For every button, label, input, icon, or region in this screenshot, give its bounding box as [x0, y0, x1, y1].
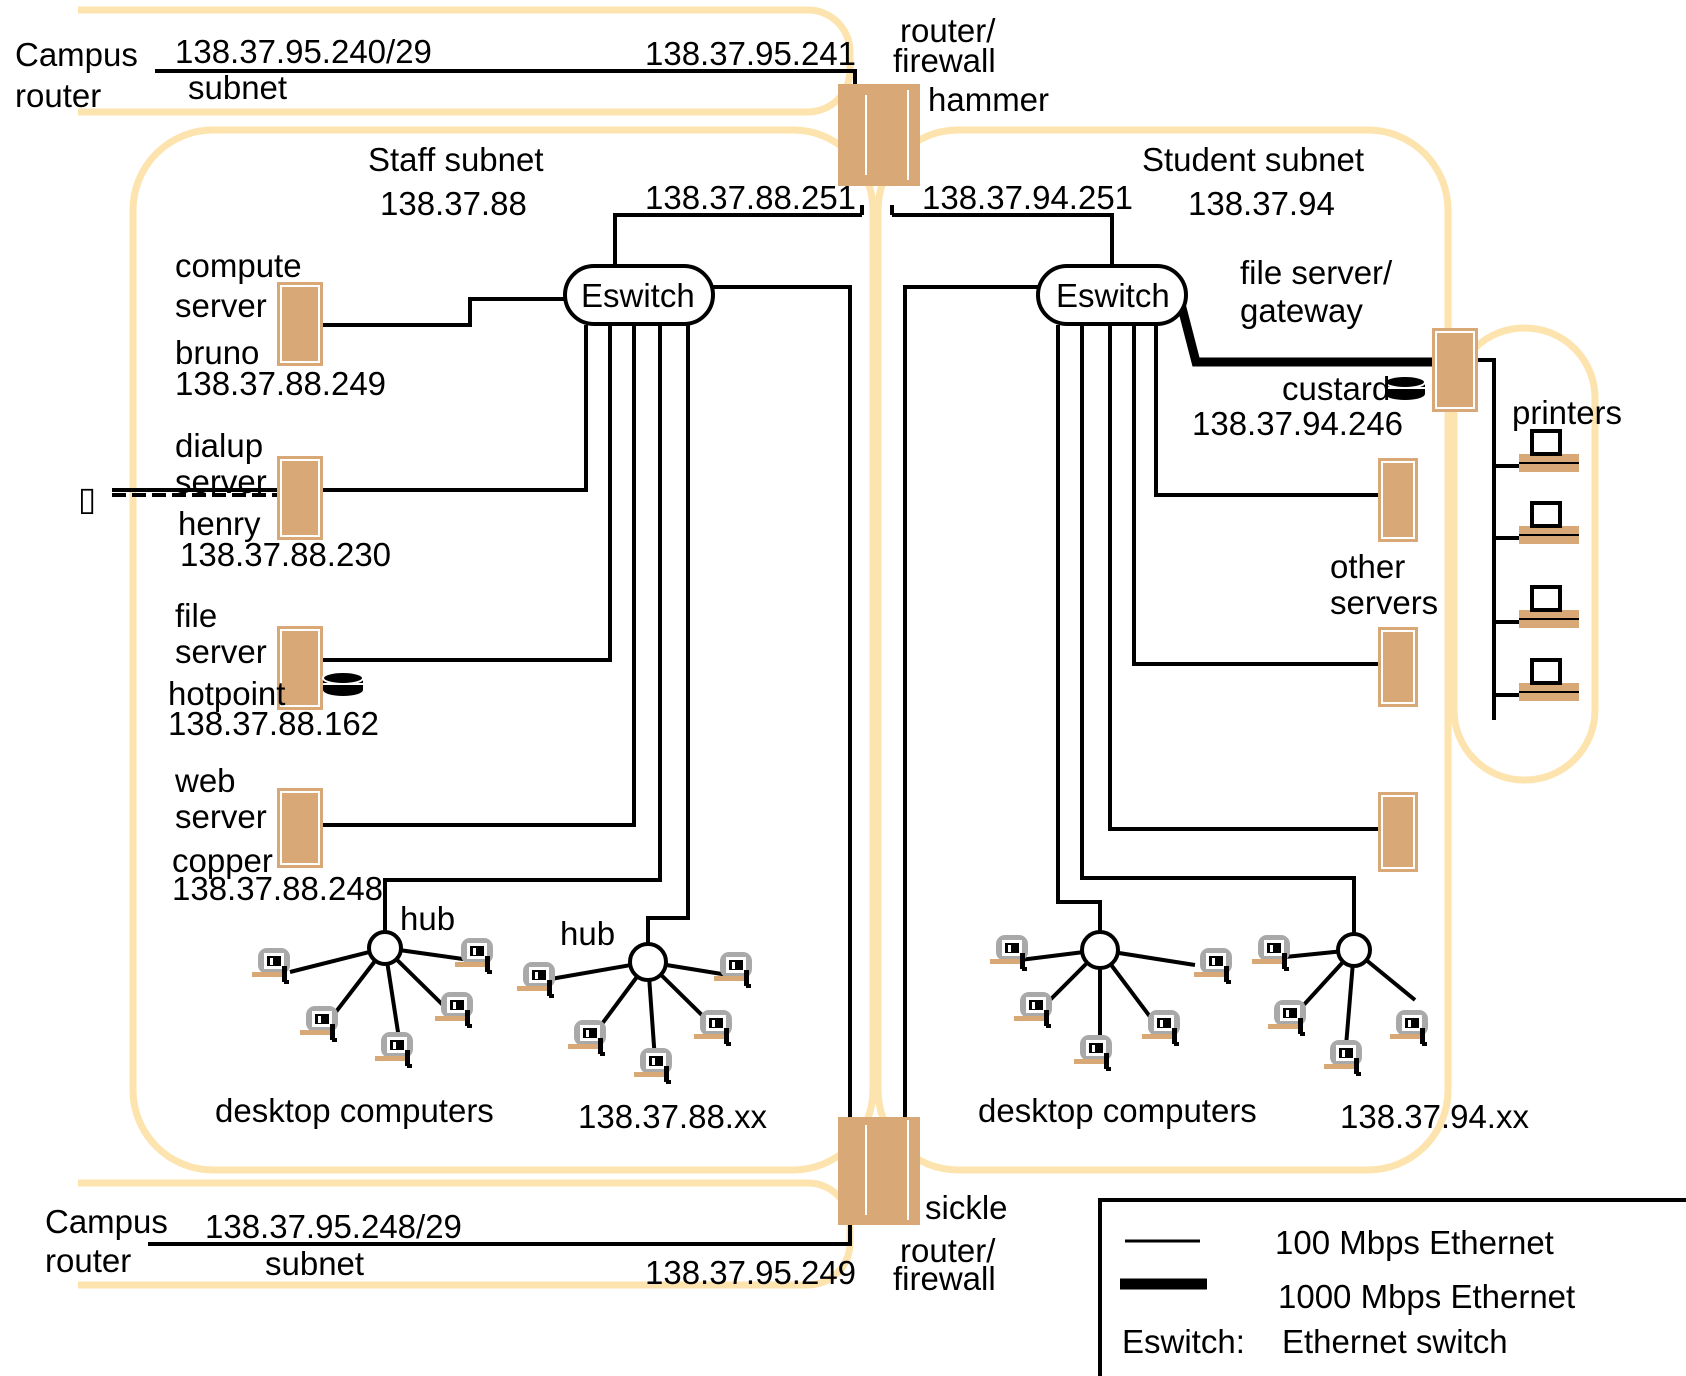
desktop-computer-icon[interactable] [714, 952, 752, 988]
hotpoint-disk-icon [322, 671, 364, 697]
printers-label: printers [1512, 394, 1622, 431]
printer-icon[interactable] [1517, 501, 1581, 546]
bruno-server[interactable] [277, 282, 323, 366]
desktop-computer-icon[interactable] [1014, 992, 1052, 1028]
legend-eswitch-key: Eswitch: [1122, 1323, 1245, 1360]
printers-region [1450, 324, 1599, 784]
sickle-router[interactable] [838, 1117, 920, 1225]
desktop-computer-icon[interactable] [1324, 1040, 1362, 1076]
ethernet-1000-link [1175, 298, 1448, 367]
desktop-computer-icon[interactable] [517, 962, 555, 998]
desktop-computer-icon[interactable] [990, 935, 1028, 971]
staff-gateway-ip-label: 138.37.88.251 [645, 179, 856, 216]
sickle-ip-label: 138.37.95.249 [645, 1254, 856, 1291]
legend-eswitch-value: Ethernet switch [1282, 1323, 1508, 1360]
bruno-ip-label: 138.37.88.249 [175, 365, 386, 402]
hotpoint-ip-label: 138.37.88.162 [168, 705, 379, 742]
router-firewall-bottom-label: router/firewall [893, 1232, 996, 1297]
top-campus-region [78, 6, 854, 116]
desktop-computer-icon[interactable] [435, 992, 473, 1028]
staff-subnet-region [129, 126, 877, 1174]
staff-hub-left[interactable] [367, 930, 403, 966]
copper-server[interactable] [277, 788, 323, 868]
desktop-computer-icon[interactable] [1390, 1010, 1428, 1046]
copper-label: copper [172, 842, 273, 879]
custard-label: custard [1282, 370, 1390, 407]
henry-ip-label: 138.37.88.230 [180, 536, 391, 573]
legend-100-label: 100 Mbps Ethernet [1275, 1224, 1554, 1261]
desktop-computer-icon[interactable] [568, 1020, 606, 1056]
staff-desktops [252, 938, 752, 1084]
desktop-computer-icon[interactable] [375, 1032, 413, 1068]
bruno-label: bruno [175, 334, 259, 371]
legend-1000-label: 1000 Mbps Ethernet [1278, 1278, 1575, 1315]
copper-ip-label: 138.37.88.248 [172, 870, 383, 907]
custard-ip-label: 138.37.94.246 [1192, 405, 1403, 442]
file-server-gateway-label: file server/gateway [1240, 254, 1393, 329]
student-hub-right[interactable] [1336, 932, 1372, 968]
student-subnet-region [874, 126, 1452, 1174]
desktop-computer-icon[interactable] [455, 938, 493, 974]
desktop-computer-icon[interactable] [1074, 1035, 1112, 1071]
desktop-computer-icon[interactable] [300, 1006, 338, 1042]
printer-icon[interactable] [1517, 429, 1581, 474]
custard-disk-icon [1384, 375, 1426, 401]
modem-icon: ▯ [78, 480, 96, 517]
router-firewall-top-label: router/firewall [893, 12, 996, 79]
staff-desktops-label: desktop computers [215, 1092, 494, 1129]
other-server-1[interactable] [1378, 458, 1418, 542]
printer-icon[interactable] [1517, 658, 1581, 703]
hub-right-label: hub [560, 915, 615, 952]
student-xx-label: 138.37.94.xx [1340, 1098, 1529, 1135]
desktop-computer-icon[interactable] [634, 1048, 672, 1084]
henry-server[interactable] [277, 456, 323, 540]
hammer-router[interactable] [838, 84, 920, 186]
legend: 100 Mbps Ethernet 1000 Mbps Ethernet Esw… [1098, 1198, 1686, 1376]
staff-hub-right[interactable] [628, 942, 668, 982]
student-eswitch-label: Eswitch [1056, 277, 1170, 314]
staff-eswitch-label: Eswitch [581, 277, 695, 314]
other-server-3[interactable] [1378, 792, 1418, 872]
sickle-label: sickle [925, 1189, 1008, 1226]
other-server-2[interactable] [1378, 627, 1418, 707]
staff-xx-label: 138.37.88.xx [578, 1098, 767, 1135]
hotpoint-label: hotpoint [168, 675, 285, 712]
desktop-computer-icon[interactable] [1252, 935, 1290, 971]
hammer-label: hammer [928, 81, 1049, 118]
printer-icon[interactable] [1517, 585, 1581, 630]
custard-server[interactable] [1432, 328, 1478, 412]
student-gateway-ip-label: 138.37.94.251 [922, 179, 1133, 216]
staff-eswitch[interactable]: Eswitch [563, 264, 715, 326]
henry-label: henry [178, 505, 261, 542]
hammer-ip-label: 138.37.95.241 [645, 35, 856, 72]
hub-left-label: hub [400, 900, 455, 937]
desktop-computer-icon[interactable] [252, 948, 290, 984]
hotpoint-server[interactable] [277, 626, 323, 710]
student-desktops-label: desktop computers [978, 1092, 1257, 1129]
desktop-computer-icon[interactable] [1194, 948, 1232, 984]
desktop-computer-icon[interactable] [1268, 1000, 1306, 1036]
student-eswitch[interactable]: Eswitch [1036, 264, 1188, 326]
student-hub-left[interactable] [1080, 930, 1120, 970]
